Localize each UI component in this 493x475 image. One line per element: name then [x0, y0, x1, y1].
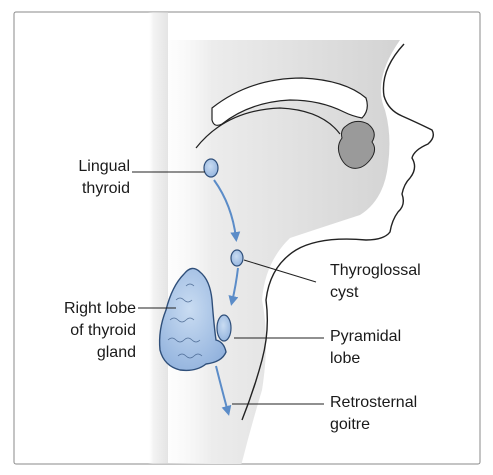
label-pyramidal-lobe: Pyramidal lobe [330, 326, 470, 370]
label-lingual-thyroid: Lingual thyroid [40, 156, 130, 200]
label-right-lobe-line2: of thyroid [26, 320, 136, 342]
label-right-lobe-line1: Right lobe [26, 298, 136, 320]
shade-gradient-band [148, 12, 168, 464]
label-lingual-thyroid-line1: Lingual [40, 156, 130, 178]
label-right-lobe: Right lobe of thyroid gland [26, 298, 136, 364]
label-right-lobe-line3: gland [26, 342, 136, 364]
label-retrosternal-goitre: Retrosternal goitre [330, 392, 470, 436]
label-retrosternal-goitre-line2: goitre [330, 414, 470, 436]
label-thyroglossal-cyst-line1: Thyroglossal [330, 260, 470, 282]
label-thyroglossal-cyst: Thyroglossal cyst [330, 260, 470, 304]
label-lingual-thyroid-line2: thyroid [40, 178, 130, 200]
thyroglossal-cyst-nodule [231, 250, 243, 266]
mouth-cavity [338, 121, 374, 168]
label-retrosternal-goitre-line1: Retrosternal [330, 392, 470, 414]
label-pyramidal-lobe-line1: Pyramidal [330, 326, 470, 348]
label-pyramidal-lobe-line2: lobe [330, 348, 470, 370]
pyramidal-lobe [217, 315, 231, 341]
label-thyroglossal-cyst-line2: cyst [330, 282, 470, 304]
lingual-thyroid-nodule [204, 159, 218, 177]
